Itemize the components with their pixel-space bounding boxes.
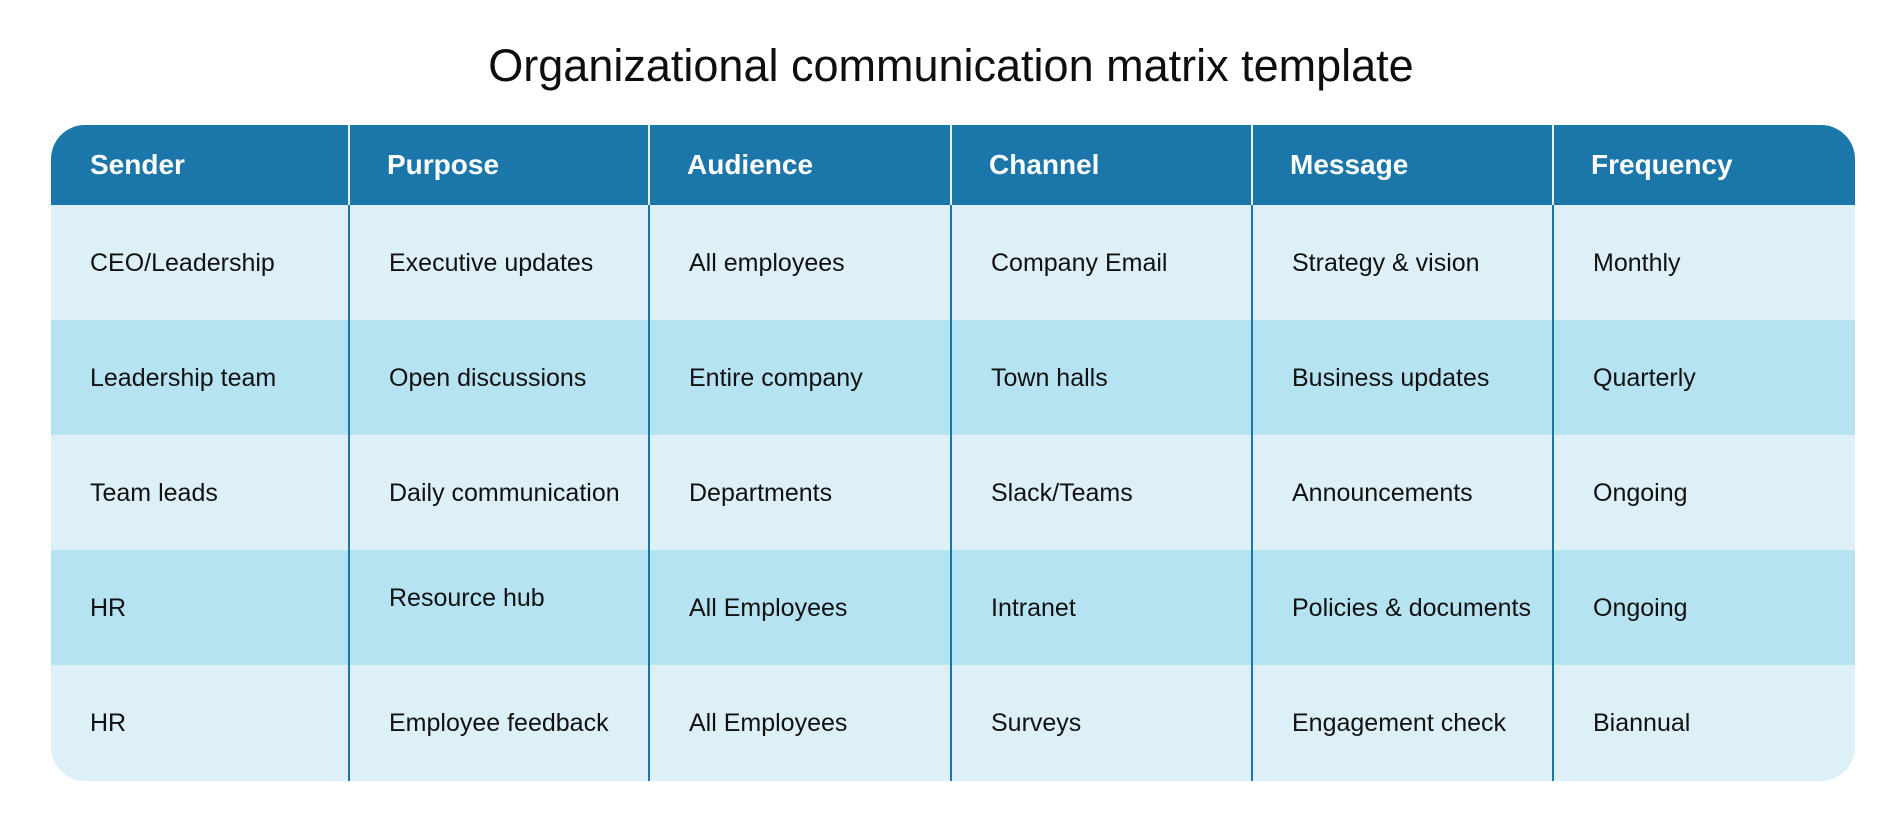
column-header-sender: Sender: [51, 125, 348, 205]
table-cell-frequency: Ongoing: [1552, 550, 1855, 665]
table-cell-purpose: Open discussions: [348, 320, 648, 435]
table-cell-audience: All Employees: [648, 665, 950, 781]
table-cell-sender: HR: [51, 665, 348, 781]
table-cell-audience: Departments: [648, 435, 950, 550]
column-header-frequency: Frequency: [1552, 125, 1855, 205]
table-cell-purpose: Daily communication: [348, 435, 648, 550]
page-title: Organizational communication matrix temp…: [488, 40, 1414, 91]
table-cell-channel: Surveys: [950, 665, 1251, 781]
table-cell-channel: Intranet: [950, 550, 1251, 665]
table-cell-frequency: Quarterly: [1552, 320, 1855, 435]
table-cell-message: Business updates: [1251, 320, 1552, 435]
table-cell-message: Engagement check: [1251, 665, 1552, 781]
table-cell-frequency: Monthly: [1552, 205, 1855, 320]
table-cell-sender: HR: [51, 550, 348, 665]
table-cell-message: Policies & documents: [1251, 550, 1552, 665]
table-cell-message: Strategy & vision: [1251, 205, 1552, 320]
column-header-channel: Channel: [950, 125, 1251, 205]
table-cell-message: Announcements: [1251, 435, 1552, 550]
table-cell-sender: Team leads: [51, 435, 348, 550]
table-cell-sender: CEO/Leadership: [51, 205, 348, 320]
table-cell-audience: Entire company: [648, 320, 950, 435]
column-header-purpose: Purpose: [348, 125, 648, 205]
communication-matrix-table: Sender Purpose Audience Channel Message …: [51, 125, 1855, 781]
table-cell-purpose: Resource hub: [348, 550, 648, 665]
table-cell-channel: Slack/Teams: [950, 435, 1251, 550]
table-cell-frequency: Ongoing: [1552, 435, 1855, 550]
table-cell-channel: Town halls: [950, 320, 1251, 435]
table-cell-sender: Leadership team: [51, 320, 348, 435]
column-header-message: Message: [1251, 125, 1552, 205]
table-cell-purpose: Executive updates: [348, 205, 648, 320]
table-cell-purpose: Employee feedback: [348, 665, 648, 781]
table-cell-channel: Company Email: [950, 205, 1251, 320]
table-cell-audience: All employees: [648, 205, 950, 320]
table-cell-audience: All Employees: [648, 550, 950, 665]
table-cell-frequency: Biannual: [1552, 665, 1855, 781]
column-header-audience: Audience: [648, 125, 950, 205]
